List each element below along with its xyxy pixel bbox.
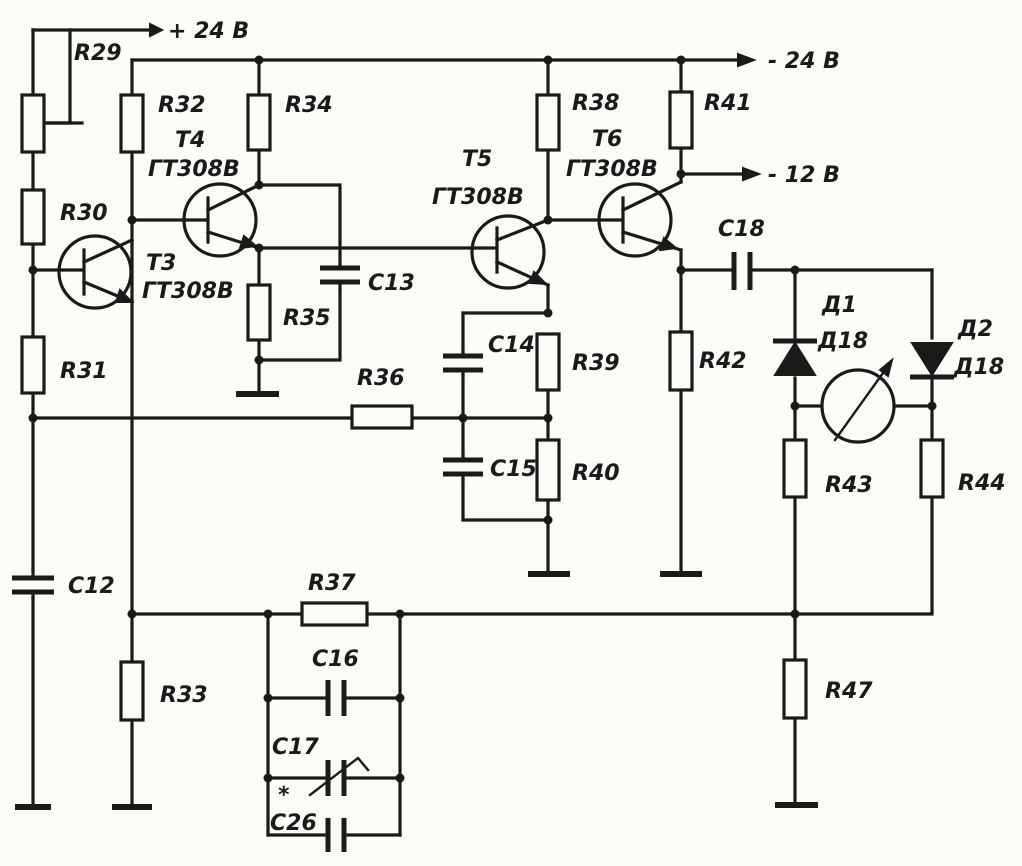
label-t6-type: ГТ308В (566, 157, 658, 182)
label-c26: C26 (270, 811, 317, 836)
resistor-r30 (20, 188, 46, 246)
label-t4-ref: T4 (175, 128, 205, 153)
transistor-t5 (470, 214, 551, 290)
label-r34: R34 (285, 93, 333, 118)
diode-d2 (910, 342, 954, 380)
resistor-r39 (535, 332, 561, 392)
label-r42: R42 (699, 349, 747, 374)
diode-d1 (773, 338, 817, 376)
label-r30: R30 (60, 201, 108, 226)
label-r41: R41 (704, 91, 752, 116)
label-c13: C13 (368, 271, 415, 296)
junction-dots (28, 55, 937, 783)
plus24-arrow-icon (149, 22, 165, 38)
label-t6-ref: T6 (592, 127, 622, 152)
label-d1-ref: Д1 (821, 293, 857, 318)
label-r36: R36 (357, 366, 405, 391)
label-r39: R39 (572, 351, 620, 376)
capacitor-c13 (320, 263, 360, 292)
label-r33: R33 (160, 683, 208, 708)
supply-arrows (149, 22, 762, 182)
resistor-r41 (668, 90, 694, 150)
capacitor-c15 (443, 453, 483, 482)
resistor-r43 (782, 438, 808, 499)
label-c18: C18 (718, 217, 765, 242)
resistor-r37 (300, 601, 369, 627)
selectable-mark: * (278, 783, 290, 808)
capacitors (12, 252, 753, 852)
resistors (20, 90, 945, 722)
resistor-r35 (246, 283, 272, 342)
label-r47: R47 (825, 679, 873, 704)
meter-gauge-icon (820, 357, 896, 444)
label-t3-type: ГТ308В (142, 279, 234, 304)
label-t5-type: ГТ308В (432, 185, 524, 210)
resistor-r32 (119, 93, 145, 154)
label-c17: C17 (272, 735, 319, 760)
resistor-r34 (246, 93, 272, 152)
label-r31: R31 (60, 359, 108, 384)
resistor-r42 (668, 330, 694, 392)
resistor-r33 (119, 660, 145, 722)
label-r43: R43 (825, 473, 873, 498)
capacitor-c16 (325, 680, 347, 716)
labels: + 24 В - 24 В - 12 В R29 R30 R31 R32 R33… (60, 19, 1006, 836)
transistor-t6 (597, 179, 684, 258)
label-r44: R44 (958, 471, 1006, 496)
label-d1-type: Д18 (817, 329, 868, 354)
resistor-r47 (782, 658, 808, 720)
resistor-r38 (535, 93, 561, 152)
wiring (31, 28, 934, 837)
label-t5-ref: T5 (462, 147, 492, 172)
label-c14: C14 (488, 333, 535, 358)
resistor-r40 (535, 438, 561, 502)
capacitor-c14 (443, 350, 483, 377)
capacitor-c26 (325, 818, 347, 852)
rail-label-minus12: - 12 В (768, 163, 840, 188)
ground-symbols (15, 391, 818, 810)
label-d2-ref: Д2 (957, 317, 993, 342)
minus12-arrow-icon (742, 166, 762, 182)
label-r37: R37 (308, 571, 356, 596)
minus24-arrow-icon (737, 52, 757, 68)
label-r29: R29 (74, 41, 122, 66)
label-r40: R40 (572, 461, 620, 486)
capacitor-c17 (308, 756, 370, 797)
transistor-t4 (182, 182, 262, 258)
label-r35: R35 (283, 306, 331, 331)
resistor-r29 (20, 93, 46, 154)
label-t3-ref: T3 (146, 251, 176, 276)
capacitor-c12 (12, 568, 54, 600)
resistor-r44 (919, 438, 945, 499)
capacitor-c18 (731, 252, 753, 290)
label-c16: C16 (312, 647, 359, 672)
rail-label-plus24: + 24 В (168, 19, 249, 44)
label-r38: R38 (572, 91, 620, 116)
trimmer-arrow-icon (308, 756, 370, 797)
label-c15: C15 (490, 457, 537, 482)
label-t4-type: ГТ308В (148, 157, 240, 182)
label-d2-type: Д18 (953, 355, 1004, 380)
resistor-r36 (350, 404, 414, 430)
transistor-t3 (57, 234, 135, 310)
label-r32: R32 (158, 93, 206, 118)
label-c12: C12 (68, 574, 115, 599)
rail-label-minus24: - 24 В (768, 49, 840, 74)
resistor-r31 (20, 335, 46, 395)
